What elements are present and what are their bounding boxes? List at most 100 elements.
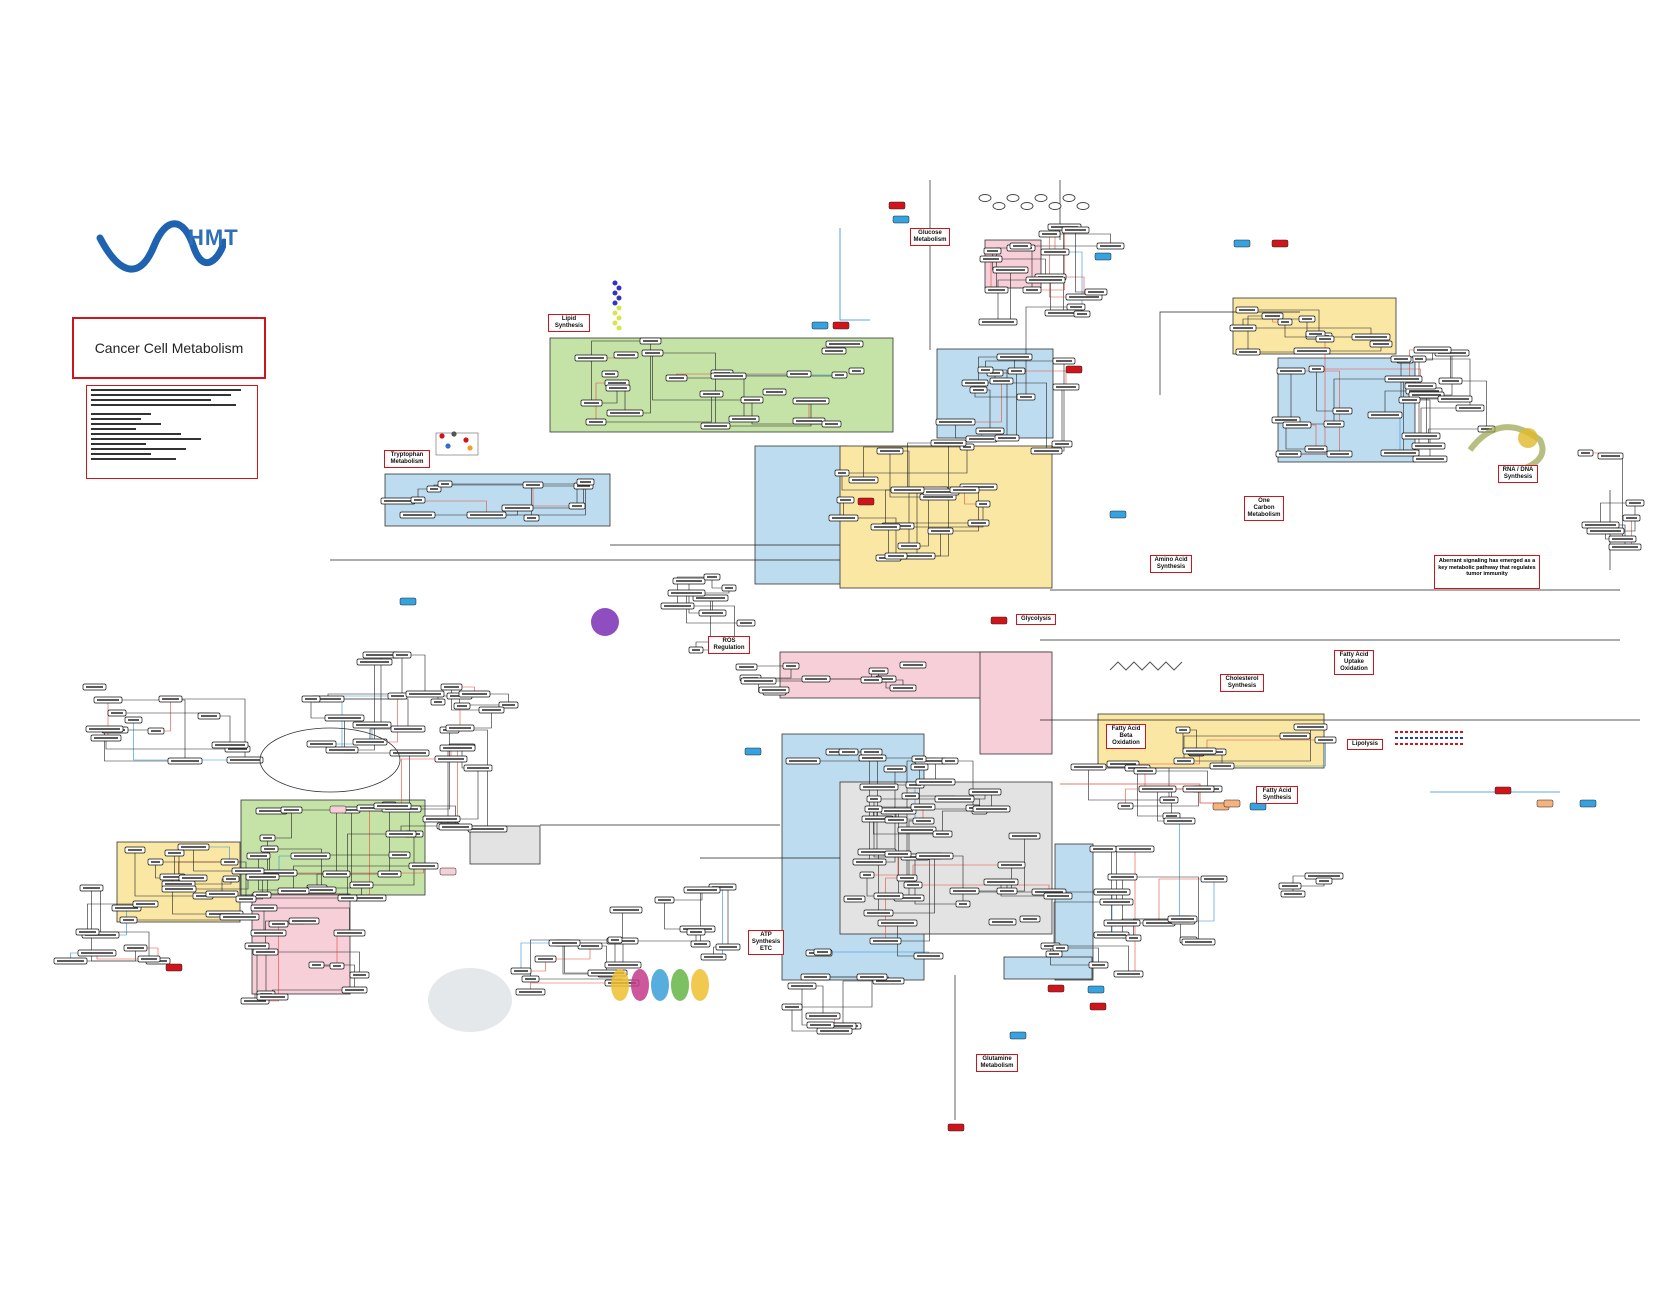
metabolite-label-glyph xyxy=(578,357,604,359)
metabolite-label-glyph xyxy=(1405,435,1437,437)
metabolite-label-glyph xyxy=(664,605,691,607)
metabolite-label-glyph xyxy=(996,269,1025,271)
metabolite-label-glyph xyxy=(702,612,723,614)
lipid-chain-icon xyxy=(616,295,622,301)
metabolite-label-glyph xyxy=(1110,763,1136,765)
pathway-connector xyxy=(1222,740,1326,767)
metabolite-label-glyph xyxy=(696,597,725,599)
metabolite-label-glyph xyxy=(449,727,471,729)
metabolite-label-glyph xyxy=(86,686,103,688)
metabolite-label-glyph xyxy=(438,758,464,760)
pathway-connector xyxy=(1421,395,1427,437)
accent-node xyxy=(1065,365,1083,374)
metabolite-label-glyph xyxy=(356,897,383,899)
metabolite-label-glyph xyxy=(1035,891,1063,893)
metabolite-label-glyph xyxy=(591,972,624,974)
metabolite-label-glyph xyxy=(1186,750,1213,752)
metabolite-label-glyph xyxy=(643,340,658,342)
metabolite-label-glyph xyxy=(1121,805,1130,807)
pathway-connector xyxy=(70,948,136,962)
metabolite-label-glyph xyxy=(987,250,998,252)
pathway-connector xyxy=(361,834,415,886)
metabolite-label-glyph xyxy=(1088,291,1104,293)
pathway-connector xyxy=(401,730,450,810)
metabolite-label-glyph xyxy=(1330,453,1349,455)
metabolite-label-glyph xyxy=(281,890,306,892)
pathway-connector xyxy=(843,517,897,556)
metabolite-label-glyph xyxy=(953,890,976,892)
metabolite-label-glyph xyxy=(1282,885,1298,887)
pathway-connector xyxy=(1032,227,1065,291)
metabolite-label-glyph xyxy=(1612,538,1633,540)
pathway-connector xyxy=(1450,380,1487,429)
metabolite-label-glyph xyxy=(1279,453,1298,455)
metabolite-label-glyph xyxy=(264,848,275,850)
metabolite-label-glyph xyxy=(1000,356,1029,358)
metabolite-label-glyph xyxy=(732,418,756,420)
metabolite-label-glyph xyxy=(414,499,422,501)
metabolite-label-glyph xyxy=(687,889,717,891)
metabolite-label-glyph xyxy=(902,555,932,557)
lipid-chain-icon xyxy=(616,285,622,291)
metabolite-label-glyph xyxy=(196,895,210,897)
accent-node xyxy=(1579,799,1597,808)
lipid-chain-icon xyxy=(612,320,618,326)
metabolite-label-glyph xyxy=(1055,443,1069,445)
metabolite-label-glyph xyxy=(825,350,843,352)
metabolite-label-glyph xyxy=(381,873,398,875)
metabolite-label-glyph xyxy=(1441,398,1469,400)
metabolite-label-glyph xyxy=(938,798,971,800)
metabolite-label-glyph xyxy=(127,947,144,949)
pathway-connector xyxy=(87,903,146,932)
metabolite-label-glyph xyxy=(669,377,684,379)
metabolite-label-glyph xyxy=(959,903,967,905)
pathway-connector xyxy=(170,698,246,760)
metabolite-label-glyph xyxy=(971,522,986,524)
metabolite-label-glyph xyxy=(969,438,994,440)
metabolite-label-glyph xyxy=(1416,458,1444,460)
accent-node xyxy=(1087,985,1105,994)
metabolite-label-glyph xyxy=(916,820,931,822)
metabolite-label-glyph xyxy=(842,751,855,753)
metabolite-label-glyph xyxy=(1308,875,1340,877)
metabolite-label-glyph xyxy=(981,369,990,371)
metabolite-label-glyph xyxy=(1308,448,1324,450)
pathway-connector xyxy=(1625,518,1632,548)
metabolite-label-glyph xyxy=(856,861,883,863)
pathway-connector xyxy=(1050,945,1129,974)
metabolite-label-glyph xyxy=(123,919,134,921)
metabolite-label-glyph xyxy=(1601,455,1620,457)
metabolite-label-glyph xyxy=(264,872,294,874)
metabolite-label-glyph xyxy=(1070,306,1082,308)
metabolite-label-glyph xyxy=(725,587,733,589)
metabolite-label-glyph xyxy=(1373,343,1389,345)
hmt-logo-wave-icon xyxy=(96,220,226,273)
metabolite-label-glyph xyxy=(1612,546,1638,548)
metabolite-label-glyph xyxy=(250,855,267,857)
metabolite-label-glyph xyxy=(1275,419,1297,421)
metabolite-label-glyph xyxy=(525,978,536,980)
metabolite-label-glyph xyxy=(326,873,347,875)
metabolite-label-glyph xyxy=(254,932,283,934)
metabolite-label-glyph xyxy=(1281,321,1289,323)
metabolite-label-glyph xyxy=(740,622,752,624)
metabolite-label-glyph xyxy=(171,760,199,762)
metabolite-label-glyph xyxy=(903,664,923,666)
metabolite-label-glyph xyxy=(645,352,660,354)
metabolite-label-glyph xyxy=(83,887,100,889)
metabolite-label-glyph xyxy=(1585,524,1616,526)
pathway-connector xyxy=(293,865,424,891)
metabolite-label-glyph xyxy=(1186,788,1211,790)
metabolite-label-glyph xyxy=(609,387,627,389)
metabolite-label-glyph xyxy=(1044,945,1057,947)
metabolite-label-glyph xyxy=(333,965,341,967)
metabolite-label-glyph xyxy=(1233,327,1253,329)
metabolite-label-glyph xyxy=(1065,229,1086,231)
accent-node xyxy=(399,597,417,606)
metabolite-label-glyph xyxy=(972,791,998,793)
atom-icon xyxy=(463,437,469,443)
metabolite-label-glyph xyxy=(847,898,862,900)
section-label-lipid-synthesis: Lipid Synthesis xyxy=(548,314,590,332)
rna-polymerase-icon xyxy=(1467,424,1546,473)
accent-node xyxy=(744,747,762,756)
